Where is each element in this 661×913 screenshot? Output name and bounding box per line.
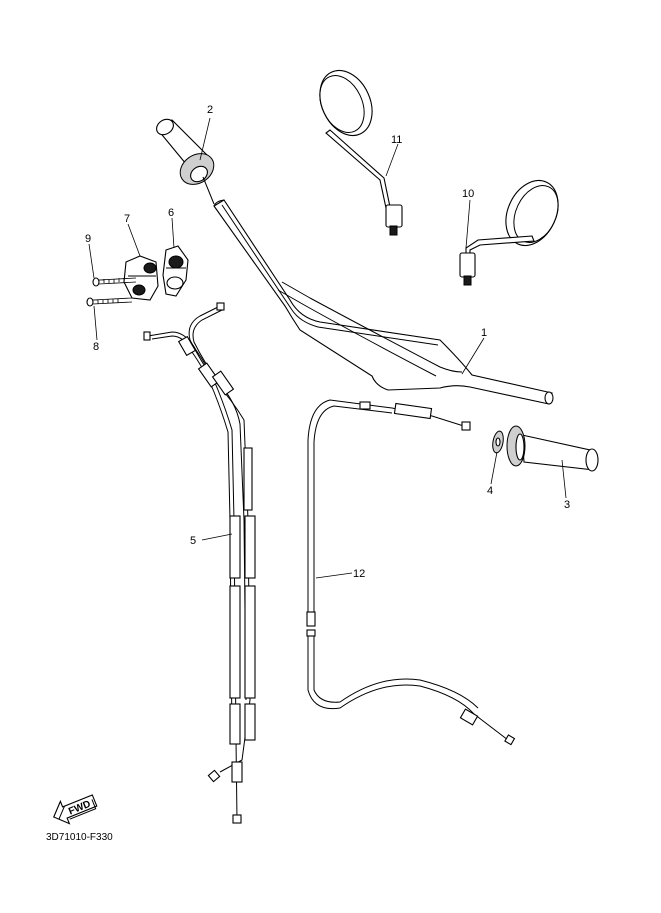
callout-1: 1	[481, 327, 487, 339]
throttle-cables[interactable]	[143, 302, 256, 824]
callout-12: 12	[353, 568, 365, 580]
callout-7: 7	[124, 213, 130, 225]
callout-5: 5	[190, 535, 196, 547]
callout-10: 10	[462, 188, 474, 200]
washer[interactable]	[491, 430, 505, 454]
callout-3: 3	[564, 499, 570, 511]
screw-upper[interactable]	[92, 277, 137, 287]
mirror-left[interactable]	[310, 62, 403, 236]
right-grip[interactable]	[506, 425, 599, 472]
callout-4: 4	[487, 485, 493, 497]
throttle-housing[interactable]	[162, 245, 189, 297]
callout-8: 8	[93, 341, 99, 353]
callout-2: 2	[207, 104, 213, 116]
callouts: 1 2 3 4 5 6 7 8 9 10 11 12	[85, 104, 570, 580]
callout-11: 11	[391, 134, 402, 146]
fwd-arrow-icon: FWD	[53, 794, 98, 825]
callout-9: 9	[85, 233, 91, 245]
diagram-code: 3D71010-F330	[46, 832, 113, 843]
handlebar[interactable]	[213, 199, 554, 405]
mirror-right[interactable]	[459, 172, 568, 286]
left-grip[interactable]	[154, 116, 220, 205]
clutch-cable[interactable]	[306, 399, 516, 746]
throttle-cap[interactable]	[123, 255, 159, 301]
leader-lines	[88, 117, 567, 579]
screw-lower[interactable]	[86, 297, 133, 307]
callout-6: 6	[168, 207, 174, 219]
